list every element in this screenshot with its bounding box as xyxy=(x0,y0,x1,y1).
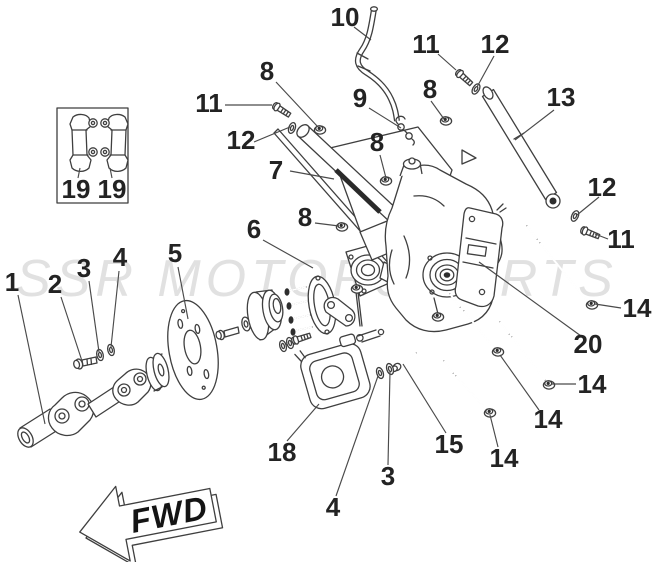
leader-line-18 xyxy=(286,403,320,442)
brake-disc xyxy=(167,299,219,401)
drive-shaft xyxy=(17,352,170,448)
leader-line-4 xyxy=(110,270,120,348)
propshaft-bolt-washers xyxy=(73,343,116,370)
callout-10: 10 xyxy=(331,2,360,32)
rear-brake-caliper-18 xyxy=(294,296,385,410)
callout-12: 12 xyxy=(481,29,510,59)
callout-6: 6 xyxy=(247,214,261,244)
leader-line-14 xyxy=(489,414,499,448)
long-bolt xyxy=(526,225,599,310)
brake-pads-inset-box xyxy=(56,107,129,204)
callout-12: 12 xyxy=(227,125,256,155)
leader-lines xyxy=(17,26,622,497)
breather-tube xyxy=(354,6,400,122)
leader-line-5 xyxy=(177,266,189,320)
leader-line-11 xyxy=(437,53,457,71)
callout-14: 14 xyxy=(623,293,652,323)
callout-14: 14 xyxy=(534,404,563,434)
leader-line-7 xyxy=(289,170,335,180)
leader-line-3 xyxy=(88,280,100,353)
callout-5: 5 xyxy=(168,238,182,268)
callout-18: 18 xyxy=(268,437,297,467)
callout-19: 19 xyxy=(62,174,91,204)
leader-line-15 xyxy=(402,363,447,434)
callout-8: 8 xyxy=(260,56,274,86)
leader-line-8 xyxy=(275,81,319,128)
callout-11: 11 xyxy=(195,88,223,118)
callout-19: 19 xyxy=(98,174,127,204)
hub-bolt-washer xyxy=(215,316,251,341)
callout-11: 11 xyxy=(412,29,440,59)
leader-line-9 xyxy=(368,107,402,129)
callout-15: 15 xyxy=(435,429,464,459)
tube-clip xyxy=(395,115,415,146)
callout-8: 8 xyxy=(370,127,384,157)
callout-1: 1 xyxy=(5,267,19,297)
leader-line-2 xyxy=(60,296,83,362)
callout-14: 14 xyxy=(490,443,519,473)
leader-line-8 xyxy=(379,154,387,179)
leader-line-14 xyxy=(499,354,540,411)
callout-20: 20 xyxy=(574,329,603,359)
leader-line-19 xyxy=(109,167,113,179)
fwd-arrow: FWD xyxy=(79,485,224,562)
leader-line-8 xyxy=(430,100,445,120)
case-brake-caliper-20 xyxy=(454,203,507,308)
leader-line-8 xyxy=(314,222,340,227)
callout-8: 8 xyxy=(423,74,437,104)
leader-line-3 xyxy=(387,371,391,466)
callout-3: 3 xyxy=(77,253,91,283)
callout-3: 3 xyxy=(381,461,395,491)
leader-line-12 xyxy=(576,196,600,216)
output-hub xyxy=(246,286,313,341)
leader-line-13 xyxy=(514,109,555,141)
leader-line-11 xyxy=(594,233,609,240)
callout-4: 4 xyxy=(113,242,128,272)
leader-line-10 xyxy=(353,26,372,41)
long-bolt xyxy=(443,360,497,418)
leader-line-6 xyxy=(262,239,314,269)
case-bolts-14 xyxy=(443,225,599,418)
callout-8: 8 xyxy=(298,202,312,232)
caliper-bolt-15 xyxy=(277,330,417,380)
hub-studs xyxy=(284,286,313,336)
long-bolt xyxy=(449,293,505,357)
leader-line-4 xyxy=(335,375,379,497)
callout-13: 13 xyxy=(547,82,576,112)
callout-9: 9 xyxy=(353,83,367,113)
torque-rod xyxy=(481,86,561,209)
callout-11: 11 xyxy=(607,224,635,254)
callout-2: 2 xyxy=(48,269,62,299)
callout-7: 7 xyxy=(269,155,283,185)
long-bolt xyxy=(499,321,556,390)
leader-line-1 xyxy=(17,294,46,425)
callout-12: 12 xyxy=(588,172,617,202)
leader-line-12 xyxy=(253,126,291,143)
callout-4: 4 xyxy=(326,492,341,522)
leader-line-19 xyxy=(77,167,81,179)
leader-line-20 xyxy=(478,261,582,337)
leader-line-14 xyxy=(594,303,622,309)
callout-14: 14 xyxy=(578,369,607,399)
leader-line-12 xyxy=(476,55,495,88)
